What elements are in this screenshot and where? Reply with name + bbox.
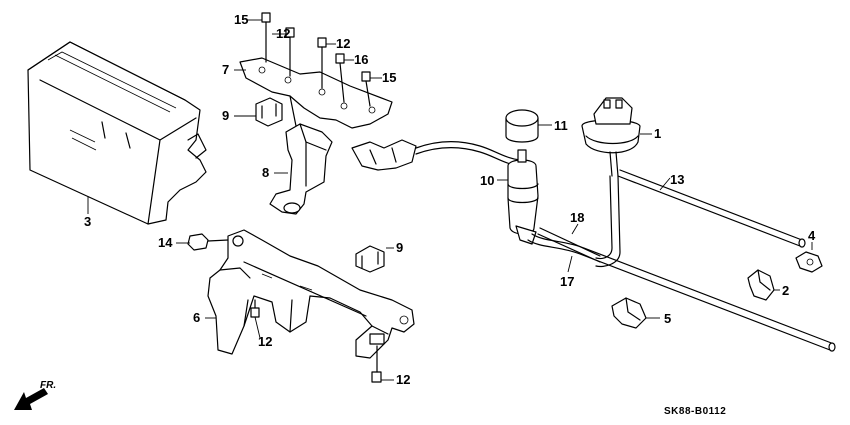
callout-1: 1 [654, 126, 661, 141]
callout-4: 4 [808, 228, 816, 243]
front-direction-label: FR. [40, 380, 56, 391]
callout-13: 13 [670, 172, 684, 187]
leader-lines [87, 19, 813, 381]
diagram-code: SK88-B0112 [664, 406, 726, 417]
part-cover-box [27, 41, 207, 225]
callout-12d: 12 [396, 372, 410, 387]
callout-16: 16 [354, 52, 368, 67]
callout-15b: 15 [382, 70, 396, 85]
callout-2: 2 [782, 283, 789, 298]
part-grommet-14 [187, 233, 229, 251]
bolt-12-top-b [317, 37, 327, 89]
front-direction-arrow-icon [14, 388, 48, 410]
bolt-12-top-a [285, 27, 295, 77]
part-lower-bracket [207, 229, 415, 359]
callout-12b: 12 [336, 36, 350, 51]
callout-3: 3 [84, 214, 91, 229]
part-cap-11 [505, 109, 539, 143]
tube-18 [537, 227, 601, 263]
callout-12c: 12 [258, 334, 272, 349]
callout-8: 8 [262, 165, 269, 180]
part-clip-upper [255, 97, 283, 127]
part-mount-bracket [269, 123, 333, 215]
callout-14: 14 [158, 235, 173, 250]
callout-17: 17 [560, 274, 574, 289]
part-sensor-1 [581, 97, 641, 177]
part-clamp-4 [795, 251, 823, 273]
callout-6: 6 [193, 310, 200, 325]
callout-9b: 9 [396, 240, 403, 255]
tube-vertical-sensor [595, 175, 621, 268]
tube-17 [527, 233, 836, 352]
callout-9a: 9 [222, 108, 229, 123]
part-clip-5 [611, 297, 647, 329]
bolt-16 [335, 53, 345, 103]
bolt-15-top [261, 12, 271, 63]
callout-10: 10 [480, 173, 494, 188]
part-clip-2 [747, 269, 775, 301]
part-valve-10 [507, 149, 539, 245]
callout-18: 18 [570, 210, 584, 225]
callout-7: 7 [222, 62, 229, 77]
callout-12a: 12 [276, 26, 290, 41]
part-connector-harness [351, 139, 521, 171]
bolt-15-right [361, 71, 371, 107]
callout-15a: 15 [234, 12, 248, 27]
callout-11: 11 [554, 118, 568, 133]
bolt-12-bottom [371, 345, 382, 383]
tube-13 [617, 169, 806, 248]
part-clip-lower [355, 245, 385, 273]
callout-5: 5 [664, 311, 671, 326]
